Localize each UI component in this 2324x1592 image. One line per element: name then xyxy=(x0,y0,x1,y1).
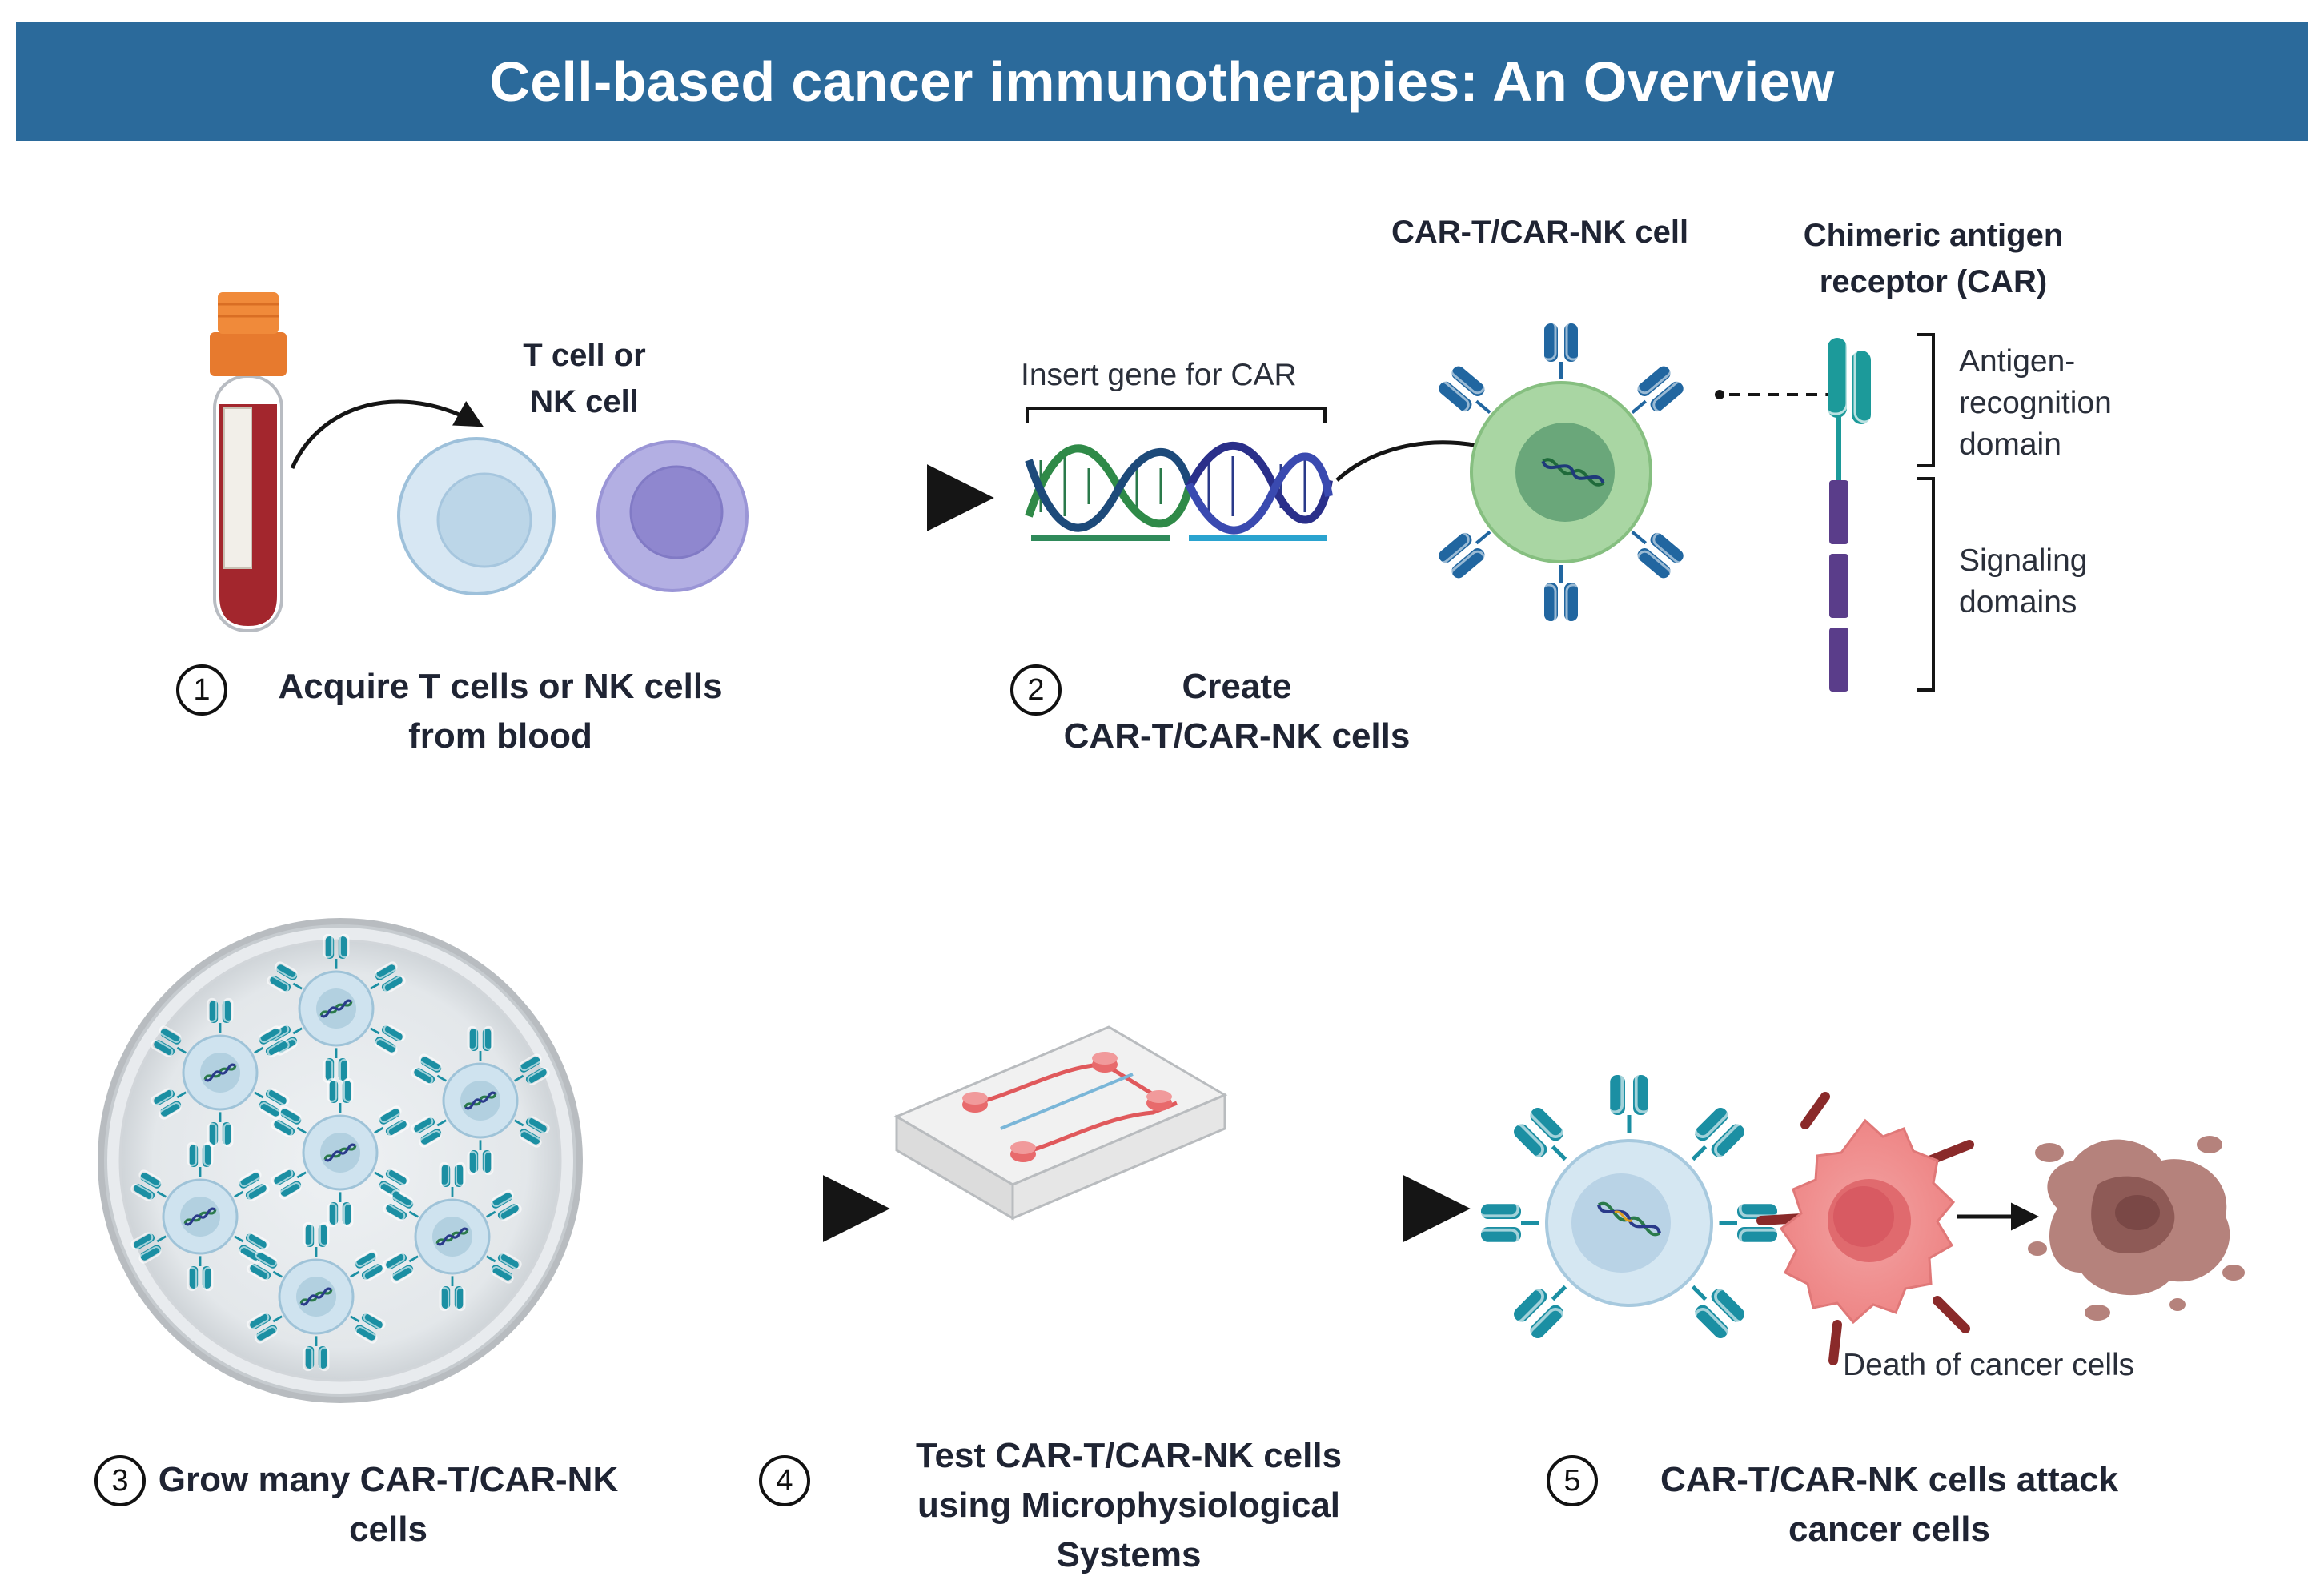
antigen-domain-bracket xyxy=(1917,333,1935,467)
t-or-nk-line-2: NK cell xyxy=(530,384,639,419)
car-cell-label: CAR-T/CAR-NK cell xyxy=(1391,215,1689,250)
car-receptor-label: Chimeric antigen receptor (CAR) xyxy=(1777,212,2089,305)
car-receptor-icon xyxy=(1823,332,1876,692)
car-receptor-line-2: receptor (CAR) xyxy=(1819,264,2048,299)
title-banner: Cell-based cancer immunotherapies: An Ov… xyxy=(16,22,2308,141)
step-3-caption: Grow many CAR-T/CAR-NK cells xyxy=(136,1455,640,1554)
step-3-line-2: cells xyxy=(349,1510,427,1549)
antigen-line-3: domain xyxy=(1959,427,2061,462)
step-5-line-2: cancer cells xyxy=(1788,1510,1990,1549)
antigen-line-2: recognition xyxy=(1959,386,2112,420)
signaling-line-2: domains xyxy=(1959,585,2077,620)
step-4-number: 4 xyxy=(759,1455,810,1506)
cancer-cell-icon xyxy=(1756,1092,1974,1365)
dead-cancer-cell-icon xyxy=(2028,1136,2245,1321)
signaling-domain-bracket xyxy=(1917,477,1935,692)
death-label: Death of cancer cells xyxy=(1843,1348,2135,1382)
step-4-line-1: Test CAR-T/CAR-NK cells xyxy=(915,1436,1343,1475)
step-5-caption: CAR-T/CAR-NK cells attack cancer cells xyxy=(1633,1455,2145,1554)
step-1-line-2: from blood xyxy=(408,716,592,756)
microfluidic-chip-icon xyxy=(893,1025,1228,1221)
dna-helix-icon xyxy=(1025,407,1333,541)
connector-dot-icon xyxy=(1715,390,1724,399)
signaling-domains-label: Signaling domains xyxy=(1959,540,2087,624)
t-or-nk-line-1: T cell or xyxy=(523,338,646,373)
step-4-line-3: Systems xyxy=(1056,1535,1202,1574)
attacking-car-cell-icon xyxy=(1478,1072,1780,1345)
step-5-line-1: CAR-T/CAR-NK cells attack xyxy=(1660,1460,2119,1499)
nk-cell-icon xyxy=(596,440,749,592)
step-1-line-1: Acquire T cells or NK cells xyxy=(278,667,723,706)
car-receptor-line-1: Chimeric antigen xyxy=(1803,218,2064,253)
t-cell-icon xyxy=(397,437,556,595)
step-2-caption: Create CAR-T/CAR-NK cells xyxy=(1037,662,1437,761)
curved-arrow-icon xyxy=(290,399,484,470)
blood-tube-icon xyxy=(210,292,287,632)
step-4-caption: Test CAR-T/CAR-NK cells using Microphysi… xyxy=(881,1431,1377,1580)
signaling-line-1: Signaling xyxy=(1959,543,2088,578)
insert-gene-label: Insert gene for CAR xyxy=(1021,358,1297,392)
step-3-line-1: Grow many CAR-T/CAR-NK xyxy=(158,1460,619,1499)
antigen-line-1: Antigen- xyxy=(1959,344,2076,379)
step-2-line-1: Create xyxy=(1182,667,1292,706)
car-cell-icon xyxy=(1431,319,1692,625)
step-1-number: 1 xyxy=(176,664,227,716)
step-4-line-2: using Microphysiological xyxy=(917,1486,1341,1525)
step-3-number: 3 xyxy=(94,1455,146,1506)
step-2-number: 2 xyxy=(1010,664,1062,716)
antigen-domain-label: Antigen- recognition domain xyxy=(1959,341,2112,466)
step-2-line-2: CAR-T/CAR-NK cells xyxy=(1063,716,1411,756)
step-5-number: 5 xyxy=(1547,1455,1598,1506)
t-or-nk-cell-label: T cell or NK cell xyxy=(480,332,688,425)
page-title: Cell-based cancer immunotherapies: An Ov… xyxy=(489,50,1835,113)
step-1-caption: Acquire T cells or NK cells from blood xyxy=(248,662,753,761)
